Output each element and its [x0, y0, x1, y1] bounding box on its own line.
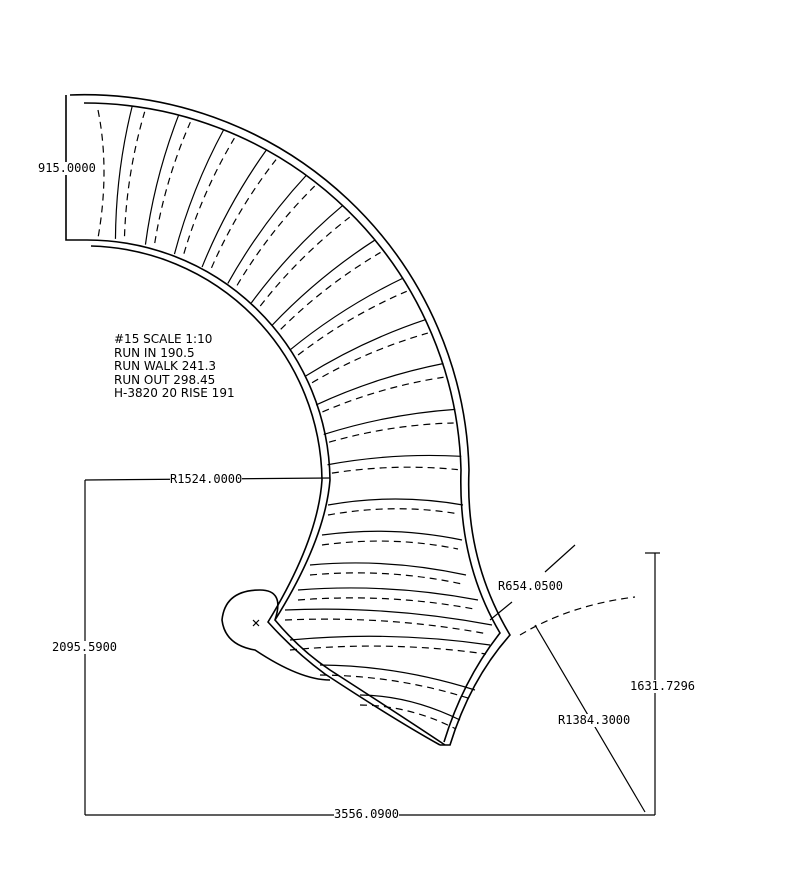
note-line: RUN OUT 298.45: [114, 372, 216, 387]
outer-stringer-inner: [83, 102, 501, 743]
tread-dashed: [311, 332, 429, 384]
dim-label-large-radius: R1384.3000: [558, 713, 631, 727]
tread-nosing: [144, 114, 180, 245]
tread-nosing: [173, 129, 225, 255]
tread-dashed: [183, 137, 235, 254]
tread-nosing: [359, 694, 461, 721]
tread-dashed: [259, 216, 351, 307]
inner-stringer: [84, 239, 446, 746]
tread-nosing: [284, 608, 493, 626]
stair-treads: [97, 105, 493, 730]
note-line: RUN WALK 241.3: [114, 359, 217, 373]
tread-dashed: [327, 508, 460, 516]
tread-nosing: [315, 362, 444, 406]
tread-nosing: [289, 635, 491, 646]
tread-dashed: [284, 618, 489, 635]
tread-nosing: [304, 318, 427, 378]
dim-label-width-top: 915.0000: [38, 161, 96, 175]
tread-dashed: [97, 109, 105, 239]
note-line: #15 SCALE 1:10: [114, 332, 213, 346]
dimension-lines: [84, 477, 660, 816]
inner-stringer-inner: [90, 245, 441, 746]
tread-nosing: [271, 239, 376, 326]
note-line: RUN IN 190.5: [114, 345, 195, 360]
tread-dashed: [210, 159, 277, 269]
tread-dashed: [359, 704, 457, 730]
tread-dashed: [309, 572, 463, 585]
tread-nosing: [201, 149, 268, 268]
dim-leader-upper: [544, 544, 576, 573]
tread-nosing: [250, 204, 344, 304]
tread-dashed: [280, 251, 381, 330]
stair-outline: [65, 93, 511, 746]
starter-nub: [221, 589, 331, 681]
dim-label-height-left: 2095.5900: [52, 640, 118, 654]
tread-nosing: [323, 408, 456, 436]
tread-dashed: [297, 597, 475, 610]
stair-start-edge: [65, 95, 85, 241]
dim-label-small-radius: R654.0500: [498, 579, 564, 593]
tread-nosing: [327, 454, 462, 466]
tread-dashed: [328, 422, 454, 443]
tread-dashed: [331, 466, 458, 474]
tread-nosing: [327, 498, 464, 506]
tread-nosing: [297, 587, 479, 601]
dashed-arc: [519, 596, 636, 636]
tread-dashed: [319, 674, 472, 700]
dim-label-height-right: 1631.7296: [630, 679, 696, 693]
dim-label-inner-radius: R1524.0000: [170, 472, 243, 486]
tread-dashed: [322, 376, 444, 413]
outer-stringer: [69, 93, 511, 746]
note-line: H-3820 20 RISE 191: [114, 386, 235, 400]
tread-nosing: [227, 174, 308, 284]
dim-label-total-width: 3556.0900: [334, 807, 400, 821]
tread-nosing: [321, 530, 463, 541]
center-mark: [252, 619, 260, 627]
tread-nosing: [114, 105, 133, 239]
drawing-notes: #15 SCALE 1:10 RUN IN 190.5 RUN WALK 241…: [114, 332, 235, 401]
tread-dashed: [321, 540, 459, 550]
tread-nosing: [309, 562, 467, 576]
tread-dashed: [123, 111, 146, 237]
tread-dashed: [154, 121, 191, 244]
tread-dashed: [236, 185, 316, 286]
tread-nosing: [319, 664, 476, 691]
tread-nosing: [289, 277, 404, 351]
dim-leader-small-radius: [489, 601, 513, 621]
tread-dashed: [297, 290, 407, 356]
tread-dashed: [289, 645, 487, 655]
